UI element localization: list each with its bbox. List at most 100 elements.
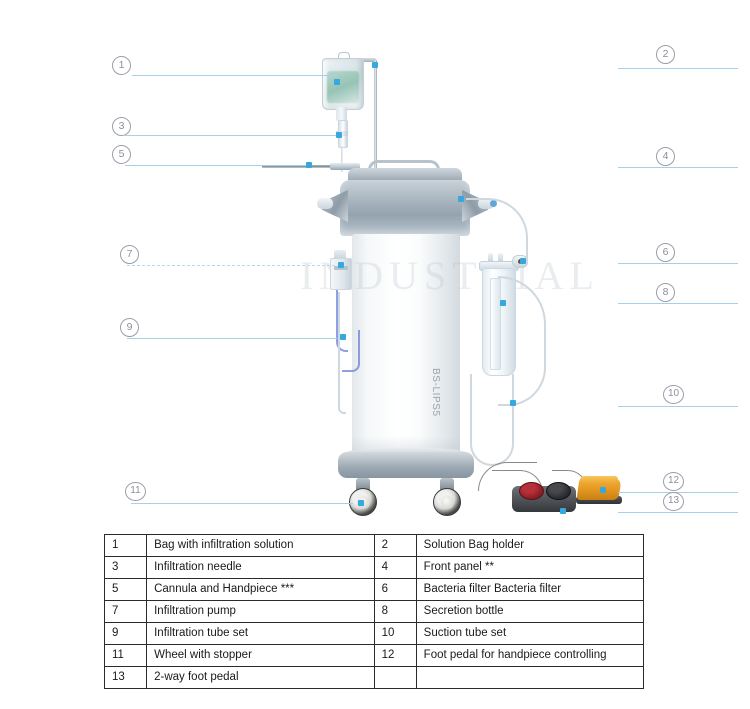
callout-marker-5[interactable]: 5 — [112, 145, 131, 164]
machine-illustration: INDUSTRIAL BS-LIPS5 — [262, 52, 622, 516]
callout-marker-6[interactable]: 6 — [656, 243, 675, 262]
infiltration-pump-head — [334, 250, 346, 260]
machine-top-handle — [368, 160, 440, 174]
machine-top-cap — [348, 168, 462, 182]
legend-number: 1 — [103, 534, 148, 557]
legend-description: 2-way foot pedal — [146, 666, 375, 689]
solution-bag-holder-pole — [374, 60, 377, 180]
legend-number — [373, 666, 417, 689]
iv-line — [341, 146, 343, 172]
callout-anchor-dot-4 — [458, 196, 464, 202]
bag-hanger-icon — [338, 52, 350, 61]
callout-marker-11[interactable]: 11 — [125, 482, 146, 501]
callout-marker-3[interactable]: 3 — [112, 117, 131, 136]
callout-leader-line-3 — [125, 135, 338, 136]
callout-anchor-dot-12 — [600, 487, 606, 493]
callout-leader-line-13 — [618, 512, 738, 513]
legend-number: 8 — [373, 600, 417, 623]
cannula-rod — [262, 165, 340, 168]
callout-marker-1[interactable]: 1 — [112, 56, 131, 75]
callout-leader-line-1 — [132, 75, 336, 76]
legend-description: Front panel ** — [415, 556, 645, 579]
callout-leader-line-7 — [127, 265, 335, 266]
callout-leader-line-11 — [131, 503, 353, 504]
callout-anchor-dot-6 — [520, 258, 526, 264]
callout-anchor-dot-9 — [340, 334, 346, 340]
machine-body — [352, 234, 460, 456]
legend-number: 3 — [103, 556, 148, 579]
callout-anchor-dot-13 — [560, 508, 566, 514]
callout-marker-10[interactable]: 10 — [663, 385, 684, 404]
callout-marker-12[interactable]: 12 — [663, 472, 684, 491]
callout-marker-7[interactable]: 7 — [120, 245, 139, 264]
legend-description: Foot pedal for handpiece controlling — [415, 644, 645, 667]
infiltration-tube-set — [336, 290, 348, 352]
bag-neck — [336, 107, 347, 121]
caster-yoke-right — [440, 478, 454, 490]
suction-tube-lower — [470, 374, 514, 466]
callout-marker-13[interactable]: 13 — [663, 492, 684, 511]
legend-description: Bag with infiltration solution — [146, 534, 375, 557]
legend-number: 11 — [103, 644, 148, 667]
caster-yoke-left — [356, 478, 370, 490]
infiltration-solution-bag — [322, 58, 364, 110]
callout-leader-line-8 — [618, 303, 738, 304]
callout-anchor-dot-8 — [500, 300, 506, 306]
infiltration-tube-set-lower — [342, 330, 360, 372]
bag-fluid — [327, 71, 359, 103]
legend-description: Bacteria filter Bacteria filter — [415, 578, 645, 601]
callout-anchor-dot-2 — [372, 62, 378, 68]
foot-pedal-red-button[interactable] — [519, 482, 544, 500]
device-diagram: INDUSTRIAL BS-LIPS5 — [112, 45, 738, 516]
callout-anchor-dot-10 — [510, 400, 516, 406]
legend-description: Wheel with stopper — [146, 644, 375, 667]
callout-leader-line-10 — [618, 406, 738, 407]
callout-anchor-dot-3 — [336, 132, 342, 138]
legend-description: Infiltration needle — [146, 556, 375, 579]
callout-leader-line-5 — [125, 165, 310, 166]
callout-leader-line-4 — [618, 167, 738, 168]
callout-anchor-dot-11 — [358, 500, 364, 506]
legend-description: Secretion bottle — [415, 600, 645, 623]
legend-description: Infiltration pump — [146, 600, 375, 623]
legend-description: Solution Bag holder — [415, 534, 645, 557]
device-model-label: BS-LIPS5 — [430, 368, 441, 417]
legend-number: 12 — [373, 644, 417, 667]
machine-base-ring — [338, 452, 474, 478]
legend-number: 9 — [103, 622, 148, 645]
drip-chamber-cap — [336, 131, 348, 136]
front-panel-shoulder — [340, 180, 470, 236]
legend-number: 4 — [373, 556, 417, 579]
handpiece-grip — [330, 163, 360, 170]
legend-number: 6 — [373, 578, 417, 601]
legend-description: Cannula and Handpiece *** — [146, 578, 375, 601]
port-left — [317, 198, 333, 209]
callout-marker-9[interactable]: 9 — [120, 318, 139, 337]
callout-marker-2[interactable]: 2 — [656, 45, 675, 64]
callout-marker-4[interactable]: 4 — [656, 147, 675, 166]
callout-anchor-dot-7 — [338, 262, 344, 268]
legend-description: Infiltration tube set — [146, 622, 375, 645]
infiltration-pump-slot — [334, 266, 348, 270]
legend-number: 7 — [103, 600, 148, 623]
handpiece-foot-pedal-base — [576, 496, 622, 504]
legend-number: 5 — [103, 578, 148, 601]
foot-pedal-dark-button[interactable] — [546, 482, 571, 500]
callout-leader-line-6 — [618, 263, 738, 264]
callout-anchor-dot-5 — [306, 162, 312, 168]
legend-number: 2 — [373, 534, 417, 557]
wheel-with-stopper-right — [433, 488, 461, 516]
infiltration-tube-clear — [338, 292, 346, 414]
callout-leader-line-2 — [618, 68, 738, 69]
legend-number: 10 — [373, 622, 417, 645]
callout-marker-8[interactable]: 8 — [656, 283, 675, 302]
caster-hub-right — [441, 496, 454, 509]
